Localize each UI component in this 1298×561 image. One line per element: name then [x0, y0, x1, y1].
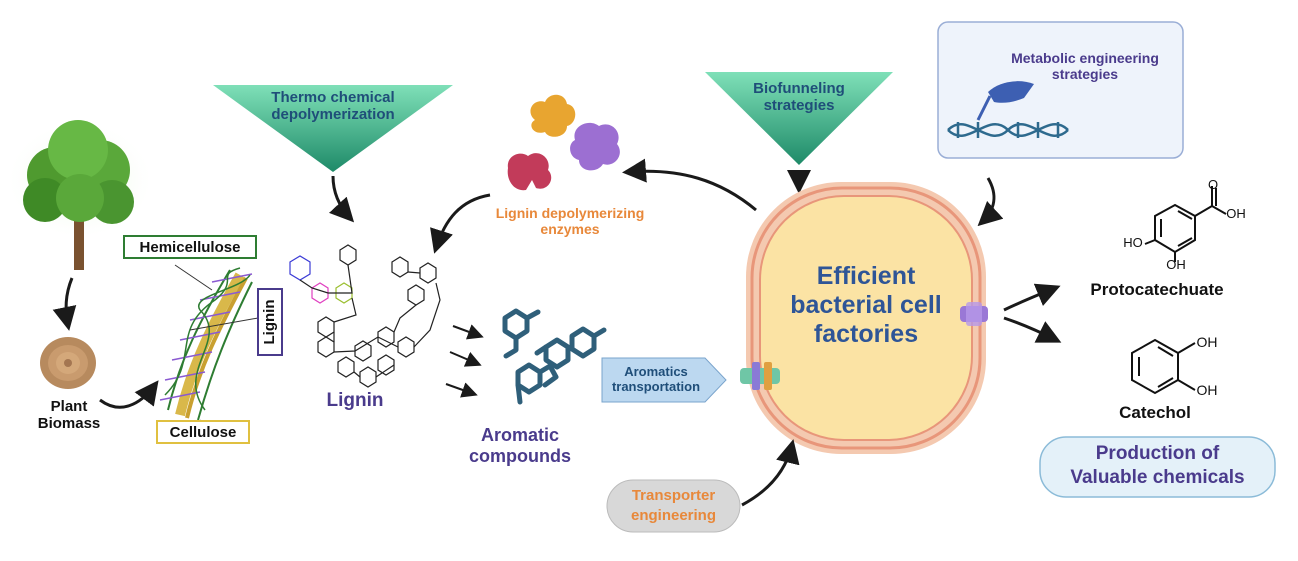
- plant-biomass-line2: Biomass: [37, 415, 101, 433]
- thermo-line2: depolymerization: [271, 106, 395, 124]
- production-label: Production of Valuable chemicals: [1040, 442, 1275, 490]
- lignocellulose-fibre: [159, 264, 259, 426]
- aromatic-line2: compounds: [469, 445, 571, 466]
- chem-oh-label-4: OH: [1196, 382, 1218, 398]
- catechol-structure-icon: [1131, 338, 1196, 395]
- cell-line3: factories: [813, 320, 919, 348]
- cellulose-label: Cellulose: [156, 420, 250, 444]
- aromatic-line1: Aromatic: [480, 425, 560, 445]
- biofunneling-line2: strategies: [763, 97, 835, 115]
- thermo-triangle: [213, 85, 453, 172]
- biofunneling-label: Biofunneling strategies: [724, 80, 874, 115]
- wood-log-icon: [40, 337, 96, 389]
- hand-pen-icon: [976, 81, 1034, 121]
- transporter-label: Transporter engineering: [607, 486, 740, 526]
- enzymes-label: Lignin depolymerizing enzymes: [470, 205, 670, 237]
- cell-line2: bacterial cell: [790, 291, 942, 319]
- enzymes-line1: Lignin depolymerizing: [495, 205, 645, 221]
- aromatics-transport-line1: Aromatics: [624, 364, 688, 379]
- aromatics-transport-label: Aromatics transportation: [603, 364, 709, 395]
- bacterial-cell: [746, 182, 986, 454]
- lignin-structure-icon: [289, 244, 441, 388]
- cell-line1: Efficient: [816, 262, 916, 290]
- enzymes-line2: enzymes: [540, 221, 600, 238]
- aromatics-transport-arrow: [601, 357, 727, 403]
- plant-biomass-label: Plant Biomass: [14, 398, 124, 433]
- chem-oh-label-1: OH: [1226, 206, 1246, 221]
- lignin-tag-box: Lignin: [257, 288, 283, 356]
- catechol-label: Catechol: [1119, 403, 1191, 422]
- production-line1: Production of: [1095, 443, 1220, 464]
- aromatic-label: Aromatic compounds: [455, 425, 585, 466]
- cell-label: Efficient bacterial cell factories: [760, 262, 972, 349]
- chem-oh-label-2: OH: [1166, 257, 1186, 272]
- hemicellulose-label: Hemicellulose: [123, 235, 257, 259]
- aromatics-transport-line2: transportation: [611, 378, 701, 394]
- transporter-line1: Transporter: [631, 487, 716, 504]
- metabolic-box: [937, 21, 1184, 159]
- chem-ho-label: HO: [1123, 235, 1143, 250]
- metabolic-line1: Metabolic engineering: [1011, 50, 1159, 66]
- dna-icon: [947, 122, 1069, 138]
- metabolic-line2: strategies: [1051, 66, 1119, 83]
- transporter-line2: engineering: [630, 507, 716, 524]
- lignin-tag-label: Lignin: [261, 299, 278, 345]
- protocatechuate-label: Protocatechuate: [1090, 280, 1224, 299]
- thermo-label: Thermo chemical depolymerization: [240, 89, 426, 124]
- aromatic-compound-icons: [502, 308, 607, 405]
- protocatechuate-structure-icon: [1144, 186, 1227, 262]
- chem-o-label: O: [1207, 177, 1219, 192]
- biofunneling-triangle: [705, 72, 893, 165]
- lignin-label: Lignin: [326, 390, 384, 411]
- production-line2: Valuable chemicals: [1070, 467, 1245, 488]
- cell-transporter-icon: [960, 302, 988, 326]
- metabolic-label: Metabolic engineering strategies: [990, 50, 1180, 82]
- biofunneling-line1: Biofunneling: [753, 80, 845, 97]
- production-box: [1039, 436, 1276, 498]
- tree-icon: [5, 120, 155, 270]
- enzyme-icons: [507, 94, 620, 191]
- chem-oh-label-3: OH: [1196, 334, 1218, 350]
- transporter-pill: [606, 479, 741, 533]
- thermo-line1: Thermo chemical: [271, 89, 395, 106]
- import-transporter-icon: [740, 362, 780, 390]
- plant-biomass-line1: Plant: [50, 398, 88, 415]
